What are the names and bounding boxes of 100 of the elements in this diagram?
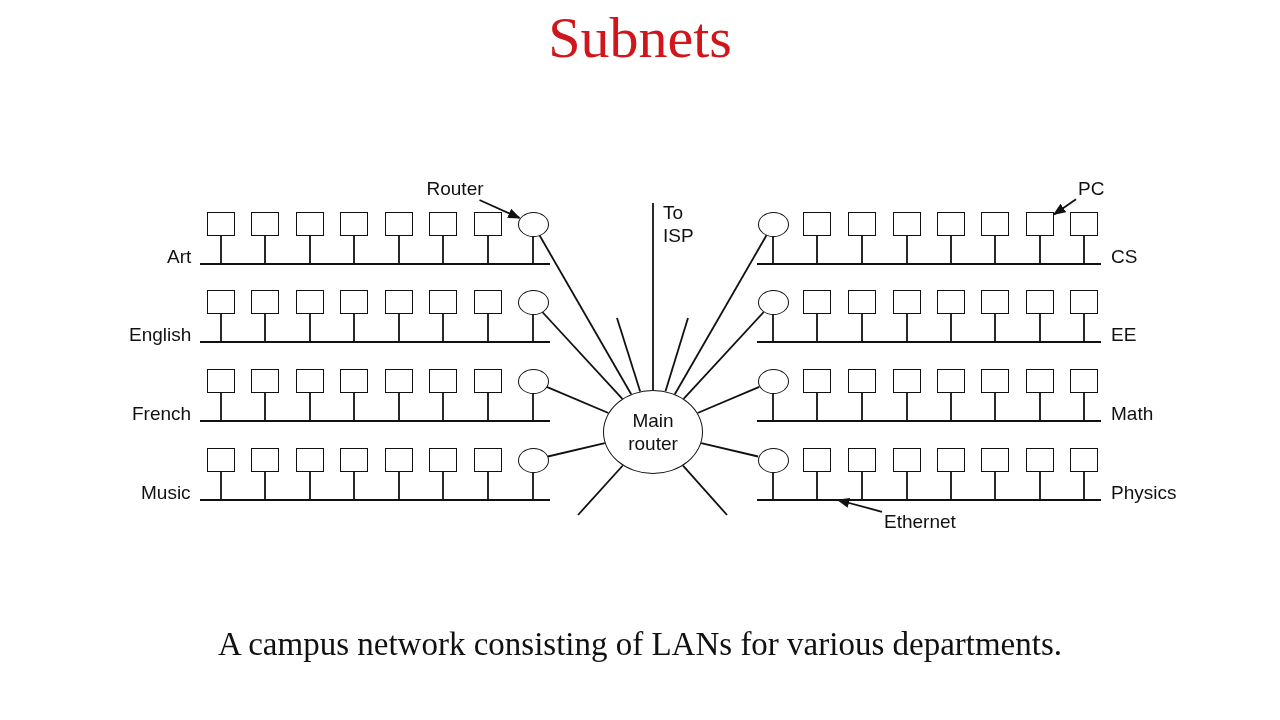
pc-node — [207, 448, 235, 472]
pc-node — [981, 290, 1009, 314]
pc-node — [1026, 448, 1054, 472]
pc-node — [848, 290, 876, 314]
department-label: Art — [167, 246, 192, 268]
cable-line — [816, 471, 818, 501]
pc-node — [296, 369, 324, 393]
cable-line — [220, 392, 222, 422]
pc-node — [848, 212, 876, 236]
cable-line — [532, 235, 534, 265]
uplink-line — [616, 317, 642, 393]
uplink-line — [652, 202, 654, 391]
department-label: Math — [1111, 403, 1154, 425]
link-line — [700, 442, 759, 458]
cable-line — [353, 235, 355, 265]
cable-line — [816, 313, 818, 343]
cable-line — [816, 392, 818, 422]
cable-line — [532, 313, 534, 343]
cable-line — [353, 471, 355, 501]
department-label: Music — [141, 482, 191, 504]
link-line — [538, 234, 633, 396]
router-node — [757, 447, 789, 473]
callout-text: Ethernet — [884, 511, 956, 533]
department-label: CS — [1111, 246, 1138, 268]
pc-node — [803, 448, 831, 472]
cable-line — [487, 313, 489, 343]
cable-line — [487, 471, 489, 501]
pc-node — [296, 290, 324, 314]
pc-node — [893, 290, 921, 314]
pc-node — [1070, 290, 1098, 314]
router-node — [757, 368, 789, 394]
pc-node — [474, 212, 502, 236]
cable-line — [398, 313, 400, 343]
cable-line — [1039, 313, 1041, 343]
cable-line — [220, 235, 222, 265]
router-node — [517, 211, 549, 237]
pc-node — [251, 369, 279, 393]
pc-node — [385, 212, 413, 236]
cable-line — [532, 392, 534, 422]
cable-line — [309, 235, 311, 265]
cable-line — [906, 313, 908, 343]
uplink-line — [577, 464, 624, 516]
cable-line — [772, 235, 774, 265]
cable-line — [398, 235, 400, 265]
cable-line — [994, 471, 996, 501]
cable-line — [906, 392, 908, 422]
cable-line — [309, 471, 311, 501]
cable-line — [309, 313, 311, 343]
pc-node — [848, 448, 876, 472]
cable-line — [772, 313, 774, 343]
department-label: English — [129, 324, 192, 346]
router-node — [757, 211, 789, 237]
pc-node — [251, 290, 279, 314]
pc-node — [1070, 212, 1098, 236]
cable-line — [487, 392, 489, 422]
link-line — [545, 385, 610, 414]
pc-node — [1026, 212, 1054, 236]
pc-node — [474, 448, 502, 472]
link-line — [547, 442, 606, 458]
pc-node — [429, 290, 457, 314]
cable-line — [772, 471, 774, 501]
cable-line — [994, 235, 996, 265]
cable-line — [950, 235, 952, 265]
pc-node — [340, 212, 368, 236]
main-router-circle: Main router — [603, 390, 703, 474]
pc-node — [893, 448, 921, 472]
pc-node — [1026, 369, 1054, 393]
pc-node — [207, 290, 235, 314]
title: Subnets — [548, 4, 732, 71]
cable-line — [398, 471, 400, 501]
cable-line — [950, 392, 952, 422]
callout-text: Router — [426, 178, 484, 200]
cable-line — [816, 235, 818, 265]
cable-line — [1039, 392, 1041, 422]
pc-node — [893, 212, 921, 236]
cable-line — [353, 392, 355, 422]
cable-line — [1039, 471, 1041, 501]
pc-node — [385, 369, 413, 393]
pc-node — [981, 369, 1009, 393]
pc-node — [1070, 448, 1098, 472]
pc-node — [296, 448, 324, 472]
cable-line — [398, 392, 400, 422]
callout-text: PC — [1078, 178, 1105, 200]
pc-node — [296, 212, 324, 236]
cable-line — [861, 313, 863, 343]
pc-node — [340, 369, 368, 393]
pc-node — [207, 212, 235, 236]
pc-node — [429, 369, 457, 393]
pc-node — [385, 290, 413, 314]
pc-node — [803, 369, 831, 393]
pc-node — [981, 212, 1009, 236]
pc-node — [1070, 369, 1098, 393]
router-node — [757, 289, 789, 315]
pc-node — [937, 290, 965, 314]
cable-line — [994, 392, 996, 422]
link-line — [673, 234, 768, 396]
cable-line — [861, 235, 863, 265]
cable-line — [264, 471, 266, 501]
cable-line — [950, 313, 952, 343]
link-line — [696, 385, 761, 414]
